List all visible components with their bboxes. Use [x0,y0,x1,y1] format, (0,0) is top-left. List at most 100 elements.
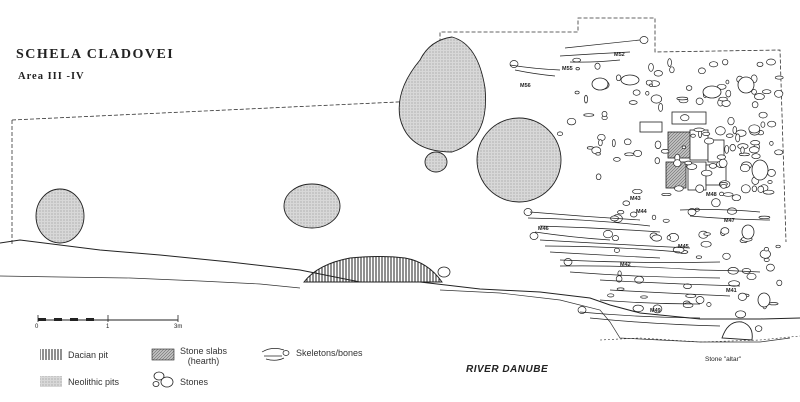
stone [572,57,582,63]
legend-label-skeletons: Skeletons/bones [296,348,363,358]
stone [633,149,643,157]
bone [579,311,701,319]
neolithic-pit [35,188,85,244]
bone [559,265,701,271]
burial-label-m46: M46 [538,226,549,232]
stone [763,247,769,252]
stone [613,157,621,162]
stone [758,111,768,119]
stone [740,146,745,155]
stone [737,292,747,301]
stone [645,91,650,96]
stone [613,247,620,253]
burial-label-m56: M56 [520,83,531,89]
stone [598,139,603,147]
stone [615,74,622,82]
hearth-stone-slabs [639,111,727,191]
stone [751,185,758,193]
burial-label-m49: M49 [650,308,661,314]
skull [563,258,573,266]
stone [716,154,727,160]
skull [577,306,587,314]
stone [674,185,684,192]
stone [762,89,772,95]
bone [534,231,611,241]
bone [527,217,651,227]
skull [523,208,533,216]
bone [599,279,741,287]
stone [601,111,608,117]
stone [760,121,766,128]
altar-label: Stone "altar" [705,356,742,363]
stone [607,293,615,298]
stone [702,131,711,136]
stone [628,100,638,105]
stone [632,188,643,195]
bone [514,69,556,77]
stone [722,58,729,66]
scale-tick-1: 1 [106,324,110,330]
stone [667,58,672,67]
stone [758,215,771,220]
stone [700,240,712,248]
stone [603,230,613,239]
stone [767,169,776,177]
stone [751,159,769,181]
bone [529,211,641,221]
stone [751,101,759,109]
bone [559,51,631,57]
stone [737,76,755,94]
stone [746,272,757,281]
scale-tick-3m: 3m [174,324,183,330]
stone-scatter [556,57,784,332]
river-label: RIVER DANUBE [466,364,549,375]
stone [725,79,730,85]
stone [711,198,721,208]
stone [676,96,689,101]
stone [774,75,784,80]
stone [574,90,580,95]
stone [615,275,623,283]
stone [725,133,734,138]
stone [616,287,625,291]
stone [556,131,564,136]
stone [617,210,625,215]
scale-bar [37,315,179,322]
stone [709,61,719,68]
stone [729,144,736,152]
stone [660,149,670,154]
stone [623,138,632,146]
stone [767,180,773,184]
stone [774,149,784,156]
stone [750,140,761,146]
stone [756,61,764,67]
scale-tick-0: 0 [35,324,39,330]
stone [757,185,765,193]
stone [693,127,705,132]
burial-label-m42: M42 [620,262,631,268]
skull [687,208,697,216]
stone [726,207,738,215]
burial-label-m45: M45 [678,244,689,250]
stone [720,183,727,189]
bone [564,39,641,49]
map-title: SCHELA CLADOVEI [16,47,175,62]
stone [698,67,706,75]
stone [640,295,648,299]
neolithic-pit [476,117,562,203]
skull [639,36,649,44]
stone [739,163,751,173]
stone [722,192,734,197]
bone [679,209,761,213]
stone [735,310,747,319]
stone [652,304,663,314]
stone [731,194,742,202]
neolithic-pit [283,183,341,229]
stone [706,302,712,307]
stone [724,144,730,154]
legend-swatch-dacian-pit [40,349,62,360]
stone [437,266,451,278]
stone [751,153,761,160]
stone [703,232,711,236]
stone [630,211,638,218]
